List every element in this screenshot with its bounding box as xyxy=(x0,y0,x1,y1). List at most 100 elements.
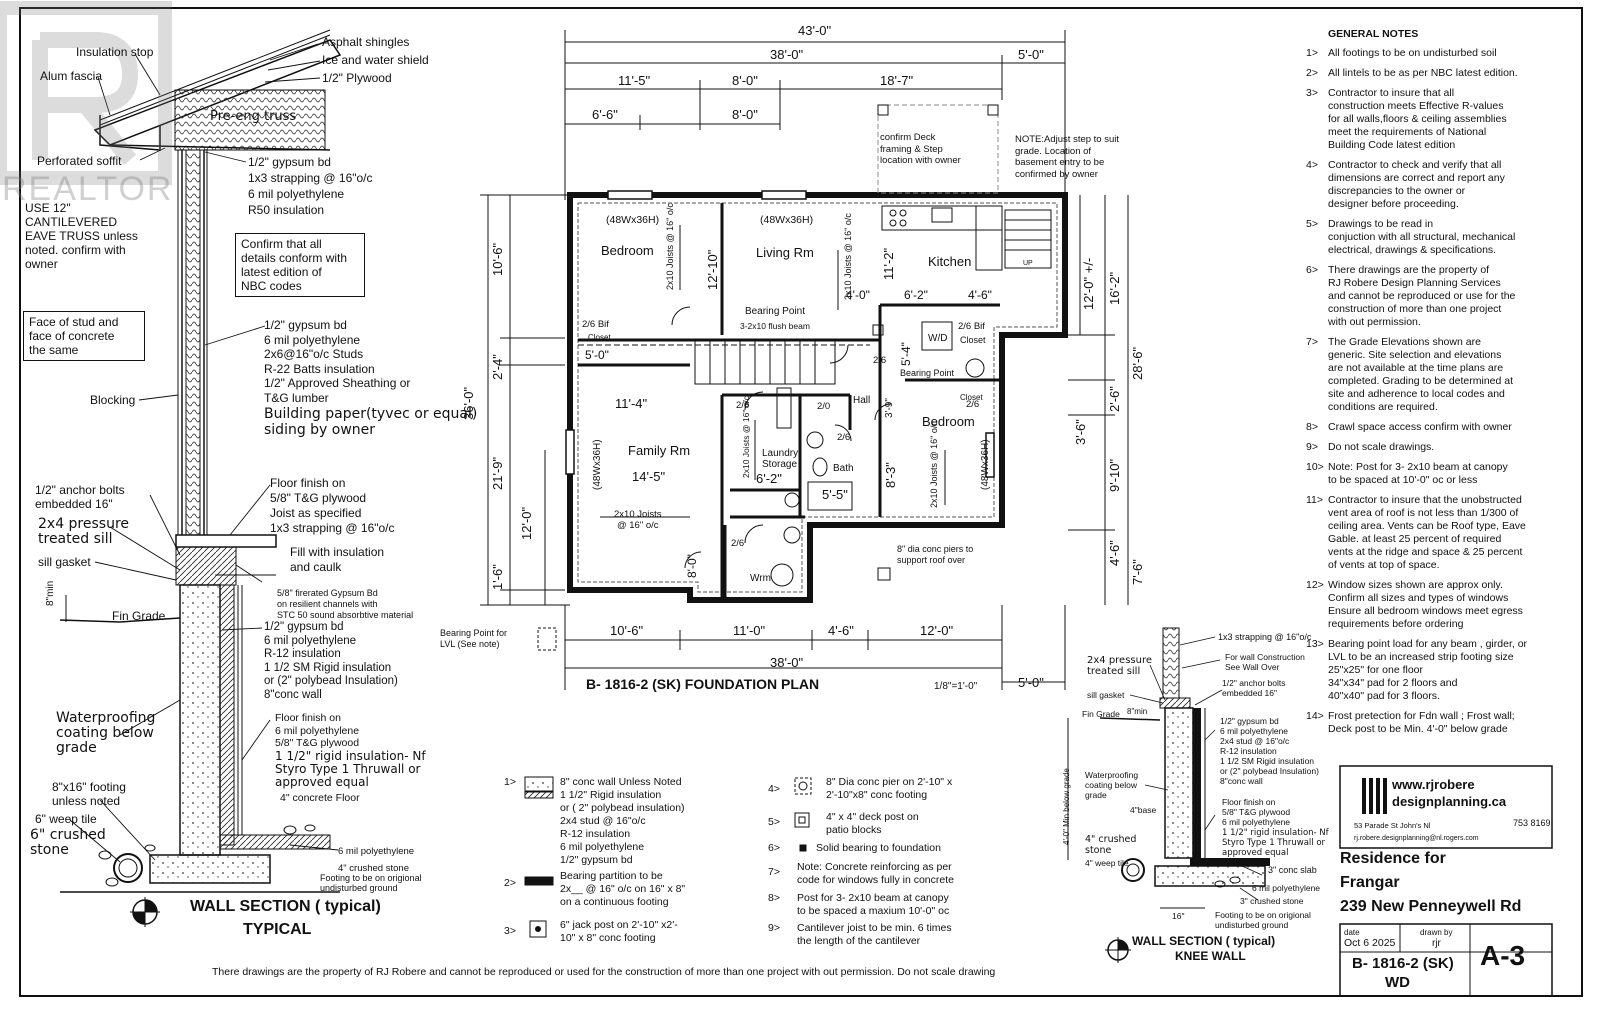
label-truss: Pre-eng truss xyxy=(210,109,297,124)
label-fin-grade: Fin Grade xyxy=(112,609,166,623)
dim-6-2: 6'-2" xyxy=(904,288,928,302)
door-26-b: 2/6 xyxy=(736,400,750,411)
room-wrm: Wrm xyxy=(750,573,771,584)
tb-drawn-label: drawn by xyxy=(1420,928,1453,937)
note-4: 4>Contractor to check and verify that al… xyxy=(1306,159,1505,210)
dim-5-0: 5'-0" xyxy=(585,348,609,362)
dim-right-16-2: 16'-2" xyxy=(1107,271,1122,305)
door-bif-2: 2/6 Bif xyxy=(958,321,985,332)
room-kitchen: Kitchen xyxy=(928,254,972,269)
note-7: 7>The Grade Elevations shown are generic… xyxy=(1306,336,1514,413)
dim-left-1-6: 1'-6" xyxy=(490,564,505,590)
label-insulation-stop: Insulation stop xyxy=(76,45,154,59)
legend-num-2: 2> xyxy=(504,877,516,889)
label-slab-concrete: 4" concrete Floor xyxy=(280,792,360,804)
door-26-d: 2/6 xyxy=(731,538,745,549)
dim-6-2b: 6'-2" xyxy=(756,471,782,486)
joists-bedroom: 2x10 Joists @ 16" o/c xyxy=(665,203,675,290)
room-closet-2: Closet xyxy=(960,335,986,345)
tb-drawing-number: B- 1816-2 (SK) xyxy=(1352,955,1454,972)
kw-gasket: sill gasket xyxy=(1087,690,1125,700)
knee-wall-drawing xyxy=(1067,627,1270,963)
legend-num-7: 7> xyxy=(768,866,780,878)
room-closet: Closet xyxy=(588,333,611,342)
dim-top-43: 43'-0" xyxy=(798,23,832,38)
legend-symbols xyxy=(524,776,812,938)
door-26-c: 2/6 xyxy=(837,432,851,443)
dim-right-2-6: 2'-6" xyxy=(1107,386,1122,412)
legend-text-5: 4" x 4" deck post on patio blocks xyxy=(826,811,919,836)
room-storage: Storage xyxy=(762,459,798,470)
note-5: 5>Drawings to be read in conjuction with… xyxy=(1306,218,1516,256)
dim-4-0: 4'-0" xyxy=(846,288,870,302)
dim-left-10-6: 10'-6" xyxy=(490,242,505,276)
note-8: 8>Crawl space access confirm with owner xyxy=(1306,421,1512,433)
door-20: 2/0 xyxy=(817,401,831,412)
legend-text-7: Note: Concrete reinforcing as per code f… xyxy=(797,861,954,886)
legend-text-1: 8" conc wall Unless Noted 1 1/2" Rigid i… xyxy=(560,776,685,866)
kw-crushed3: 3" crushed stone xyxy=(1240,896,1304,906)
legend-text-8: Post for 3- 2x10 beam at canopy to be sp… xyxy=(797,892,950,917)
plan-scale: 1/8"=1'-0" xyxy=(934,681,978,692)
kw-min-below: 4'-0" Min below grade xyxy=(1062,768,1071,845)
window-size-3: (48Wx36H) xyxy=(592,439,603,490)
kw-strap: 1x3 strapping @ 16"o/c xyxy=(1218,632,1312,642)
window-size-1: (48Wx36H) xyxy=(606,214,660,226)
room-closet-3: Closet xyxy=(960,393,983,402)
legend-num-3: 3> xyxy=(504,925,516,937)
dim-8-3: 8'-3" xyxy=(883,462,898,488)
legend-num-9: 9> xyxy=(768,922,780,934)
dim-bot-38: 38'-0" xyxy=(770,655,804,670)
note-2: 2>All lintels to be as per NBC latest ed… xyxy=(1306,67,1518,79)
note-14: 14>Frost pretection for Fdn wall ; Frost… xyxy=(1306,710,1515,735)
legend-num-4: 4> xyxy=(768,783,780,795)
joists-living: 2x10 Joists @ 16" o/c xyxy=(843,213,853,300)
bearing-point-2: Bearing Point xyxy=(900,368,955,378)
tb-sheet-number: A-3 xyxy=(1480,940,1526,971)
door-bif-1: 2/6 Bif xyxy=(582,319,609,330)
legend-text-9: Cantilever joist to be min. 6 times the … xyxy=(797,922,952,947)
tb-site: 239 New Penneywell Rd xyxy=(1340,898,1522,915)
joists-bedroom-2: 2x10 Joists @ 16" o/c xyxy=(929,421,939,508)
tb-project-title: Residence for xyxy=(1340,850,1446,867)
kw-base: 4"base xyxy=(1130,805,1157,815)
plan-title: B- 1816-2 (SK) FOUNDATION PLAN xyxy=(586,676,820,692)
label-soffit: Perforated soffit xyxy=(37,154,122,168)
label-sill-gasket: sill gasket xyxy=(38,555,91,569)
dim-12-10: 12'-10" xyxy=(705,249,720,290)
tb-date: Oct 6 2025 xyxy=(1344,937,1396,949)
dim-bot-12: 12'-0" xyxy=(920,623,954,638)
room-living: Living Rm xyxy=(756,245,814,260)
note-9: 9>Do not scale drawings. xyxy=(1306,441,1435,453)
dim-8-0: 8'-0" xyxy=(685,554,699,578)
tb-date-label: date xyxy=(1344,928,1360,937)
label-poly6: 6 mil polyethylene xyxy=(338,846,415,857)
legend-num-5: 5> xyxy=(768,816,780,828)
room-hall: Hall xyxy=(853,395,871,406)
kw-8min: 8"min xyxy=(1127,707,1148,716)
window-size-4: (48Wx36H) xyxy=(980,439,991,490)
kw-slab: 3" conc slab xyxy=(1268,865,1317,875)
label-blocking: Blocking xyxy=(90,393,136,407)
tb-web-2: designplanning.ca xyxy=(1392,794,1507,809)
general-notes: GENERAL NOTES 1>All footings to be on un… xyxy=(1306,28,1568,743)
foundation-plan-drawing xyxy=(480,30,1129,690)
dim-right-9-10: 9'-10" xyxy=(1107,458,1122,492)
